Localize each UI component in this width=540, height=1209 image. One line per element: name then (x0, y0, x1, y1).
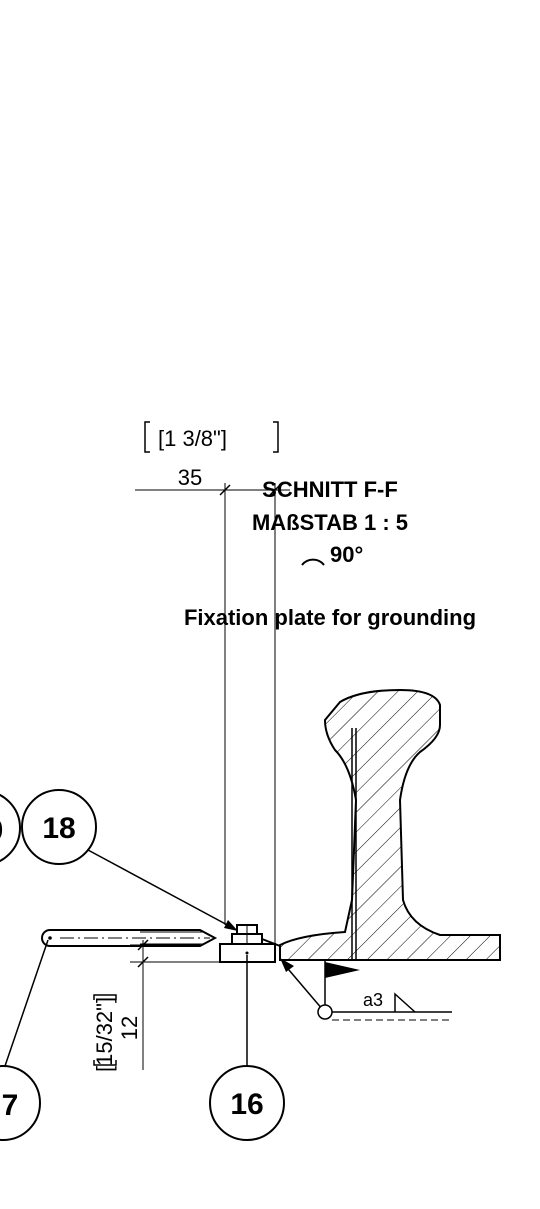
balloon-16: 16 (209, 955, 285, 1141)
scale-label: MAßSTAB 1 : 5 (252, 510, 408, 535)
fillet-weld-icon (394, 992, 416, 1013)
width-dimension: [1 3/8"] 35 (135, 421, 290, 945)
rotation-label: 90° (330, 542, 363, 567)
rail-section (279, 688, 501, 961)
weld-symbol: a3 (280, 958, 452, 1021)
width-mm-label: 35 (178, 465, 202, 490)
caption: Fixation plate for grounding (184, 605, 476, 630)
balloon-18-label: 18 (42, 812, 75, 845)
rotation-arc-icon (301, 558, 325, 566)
field-weld-flag-icon (325, 962, 360, 978)
balloon-16-label: 16 (230, 1088, 263, 1121)
weld-size-label: a3 (363, 990, 383, 1010)
balloon-partial-left: 0 (0, 794, 21, 862)
fixation-plate (219, 924, 281, 963)
height-mm-label: 12 (117, 1016, 142, 1040)
svg-text:0: 0 (0, 814, 3, 847)
weld-arrow-icon (280, 958, 294, 972)
all-around-circle-icon (317, 1004, 333, 1020)
grounding-cable (41, 929, 218, 947)
height-inch-label: [15/32"] (92, 997, 117, 1072)
svg-text:7: 7 (2, 1089, 19, 1122)
width-inch-label: [1 3/8"] (158, 426, 227, 451)
balloon-18: 18 (21, 789, 238, 931)
balloon-17-partial: 7 (0, 939, 49, 1141)
height-dimension: [15/32"] 12 (92, 939, 220, 1072)
